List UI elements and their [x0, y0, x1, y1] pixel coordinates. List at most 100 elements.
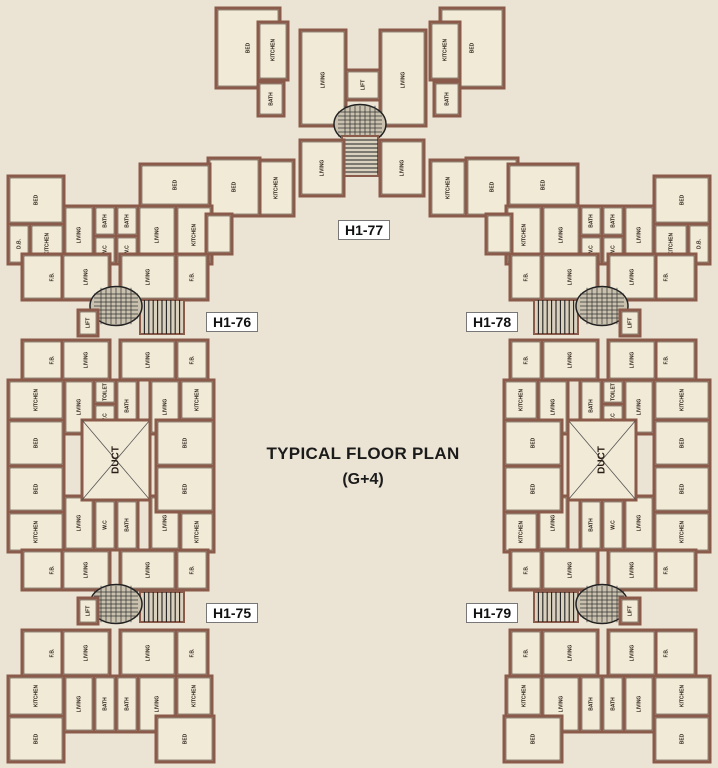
room-inner-line	[9, 225, 29, 263]
room-inner-line	[543, 551, 597, 589]
h178-living-b-label: LIVING	[558, 227, 564, 244]
lmid-bed-c	[154, 418, 216, 468]
h176-top-bath-a-label: BATH	[102, 214, 108, 228]
room-inner-line	[347, 71, 379, 99]
room-inner-line	[121, 631, 175, 675]
h175-fb-a-label: F.B.	[49, 565, 55, 575]
room-inner-line	[655, 717, 709, 761]
h176-fb-c-label: F.B.	[49, 355, 55, 365]
h175-kitchen-a-label: KITCHEN	[33, 685, 39, 708]
lmid-bath-a-label: BATH	[124, 399, 130, 413]
duct-label: DUCT	[111, 446, 122, 474]
rmid-kitchen-c	[502, 378, 540, 422]
room-inner-line	[9, 381, 63, 419]
room-inner-line	[505, 381, 537, 419]
room-inner-line	[177, 551, 207, 589]
lmid-bed-a-label: BED	[33, 437, 39, 448]
room-inner-line	[95, 381, 115, 403]
h178-room-a-label: LIVING	[636, 227, 642, 244]
h179-living-a-label: LIVING	[629, 562, 635, 579]
h177-lift-label: LIFT	[360, 80, 366, 91]
h175-lift	[76, 596, 100, 626]
room-inner-line	[505, 467, 561, 511]
h175-bed-b-label: BED	[182, 733, 188, 744]
h179-fb-c-label: F.B.	[663, 648, 669, 658]
h179-fb-b-label: F.B.	[523, 565, 529, 575]
h175-bed-b	[154, 714, 216, 764]
room-inner-line	[511, 255, 541, 299]
lmid-living-c-label: LIVING	[162, 399, 168, 416]
plan-title: TYPICAL FLOOR PLAN	[266, 444, 460, 463]
lmid-bed-c-label: BED	[182, 437, 188, 448]
room-inner-line	[9, 677, 63, 715]
h176-living-e-label: LIVING	[83, 352, 89, 369]
room-inner-line	[117, 501, 137, 549]
room-inner-line	[609, 341, 655, 379]
rmid-living-c-label: LIVING	[550, 399, 556, 416]
h175-bed-a	[6, 714, 66, 764]
h175-bath-a-label: BATH	[102, 697, 108, 711]
room-inner-line	[63, 631, 109, 675]
rmid-wc-b-label: W.C	[610, 520, 616, 530]
h175-living-c-label: LIVING	[83, 645, 89, 662]
h177-kitchen-bottom-left	[256, 158, 296, 218]
h177-kitchen-bottom-right	[428, 158, 468, 218]
room-inner-line	[511, 551, 541, 589]
room-inner-line	[431, 161, 465, 215]
room-inner-line	[181, 381, 213, 419]
room-inner-line	[609, 551, 655, 589]
h175-living-e-label: LIVING	[154, 696, 160, 713]
h179-living-a	[606, 548, 658, 592]
rmid-bed-b-label: BED	[679, 483, 685, 494]
h176-top-db-a-label: D.B.	[16, 238, 22, 249]
h175-living-a-label: LIVING	[83, 562, 89, 579]
h178-wc-a-label: W.C	[610, 245, 616, 255]
h179-kitchen-b-label: KITCHEN	[521, 685, 527, 708]
room-inner-line	[689, 225, 709, 263]
h176-top-room-a-label: LIVING	[76, 227, 82, 244]
h179-lift-label: LIFT	[627, 606, 633, 617]
room-inner-line	[121, 551, 175, 589]
room-inner-line	[121, 255, 175, 299]
h178-fb-d-label: F.B.	[523, 355, 529, 365]
h179-room-a	[622, 674, 656, 734]
room-inner-line	[543, 341, 597, 379]
h177-bed-bottom-left	[206, 156, 262, 218]
h176-living-c-label: LIVING	[83, 269, 89, 286]
plan-subtitle: (G+4)	[342, 471, 384, 488]
rmid-kitchen-d-label: KITCHEN	[518, 521, 524, 544]
room-inner-line	[141, 165, 209, 205]
room-inner-line	[543, 631, 597, 675]
room-inner-line	[63, 551, 109, 589]
h177-kitchen-left-label: KITCHEN	[270, 39, 276, 62]
h177-kitchen-bottom-left-label: KITCHEN	[273, 177, 279, 200]
h177-living-left-b	[298, 138, 346, 198]
rmid-room-b-label: LIVING	[636, 515, 642, 532]
room-inner-line	[117, 677, 137, 731]
h178-bath-a-label: BATH	[610, 214, 616, 228]
h175-living-b	[118, 548, 178, 592]
h178-living-f	[540, 338, 600, 382]
h177-kitchen-right	[428, 20, 462, 82]
room-inner-line	[505, 421, 561, 465]
h177-living-right-b-label: LIVING	[399, 160, 405, 177]
room-inner-line	[603, 381, 623, 403]
h175-fb-b-label: F.B.	[189, 565, 195, 575]
h176-lift	[76, 308, 100, 338]
plan-title-block: TYPICAL FLOOR PLAN (G+4)	[258, 444, 468, 489]
room-inner-line	[95, 677, 115, 731]
room-inner-line	[507, 677, 541, 715]
h176-living-d-label: LIVING	[145, 269, 151, 286]
h176-top-wc-b-label: W.C	[124, 245, 130, 255]
room-inner-line	[609, 631, 655, 675]
h175-living-b-label: LIVING	[145, 562, 151, 579]
h177-living-left-a-label: LIVING	[320, 72, 326, 89]
h176-top-kitchen-a-label: KITCHEN	[44, 233, 50, 256]
rmid-kitchen-d	[502, 510, 540, 554]
h178-lift	[618, 308, 642, 338]
h178-living-f-label: LIVING	[567, 352, 573, 369]
h179-living-b-label: LIVING	[567, 562, 573, 579]
h177-bed-left-label: BED	[245, 42, 251, 53]
room-inner-line	[505, 717, 561, 761]
